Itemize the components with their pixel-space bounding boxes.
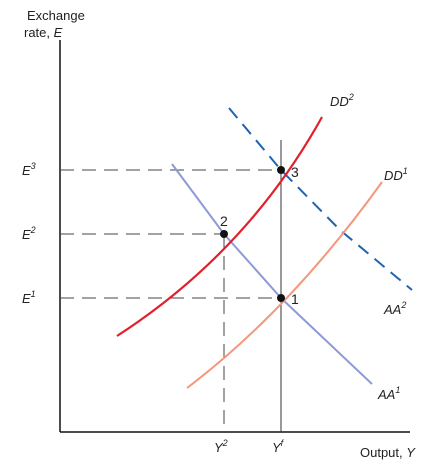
point-2-label: 2 <box>220 213 228 229</box>
tick-yf: Yf <box>272 438 285 455</box>
point-3-label: 3 <box>291 164 299 180</box>
y-axis-title-line1: Exchange <box>27 8 85 23</box>
y-axis-title-line2: rate, E <box>24 25 63 40</box>
point-2-marker <box>220 230 228 238</box>
dd2-curve <box>116 116 323 337</box>
x-axis-title: Output, Y <box>360 445 416 460</box>
tick-e3: E3 <box>22 161 36 178</box>
aa2-curve <box>228 107 413 291</box>
tick-e1: E1 <box>22 289 36 306</box>
aa2-label: AA2 <box>383 300 406 317</box>
tick-y2: Y2 <box>214 438 228 455</box>
dd2-label: DD2 <box>330 92 354 109</box>
dd1-curve <box>186 181 383 389</box>
point-1-marker <box>277 294 285 302</box>
aa1-curve <box>171 163 373 385</box>
tick-e2: E2 <box>22 225 36 242</box>
point-3-marker <box>277 166 285 174</box>
dd1-label: DD1 <box>384 166 408 183</box>
point-1-label: 1 <box>291 291 299 307</box>
aa1-label: AA1 <box>377 385 400 402</box>
